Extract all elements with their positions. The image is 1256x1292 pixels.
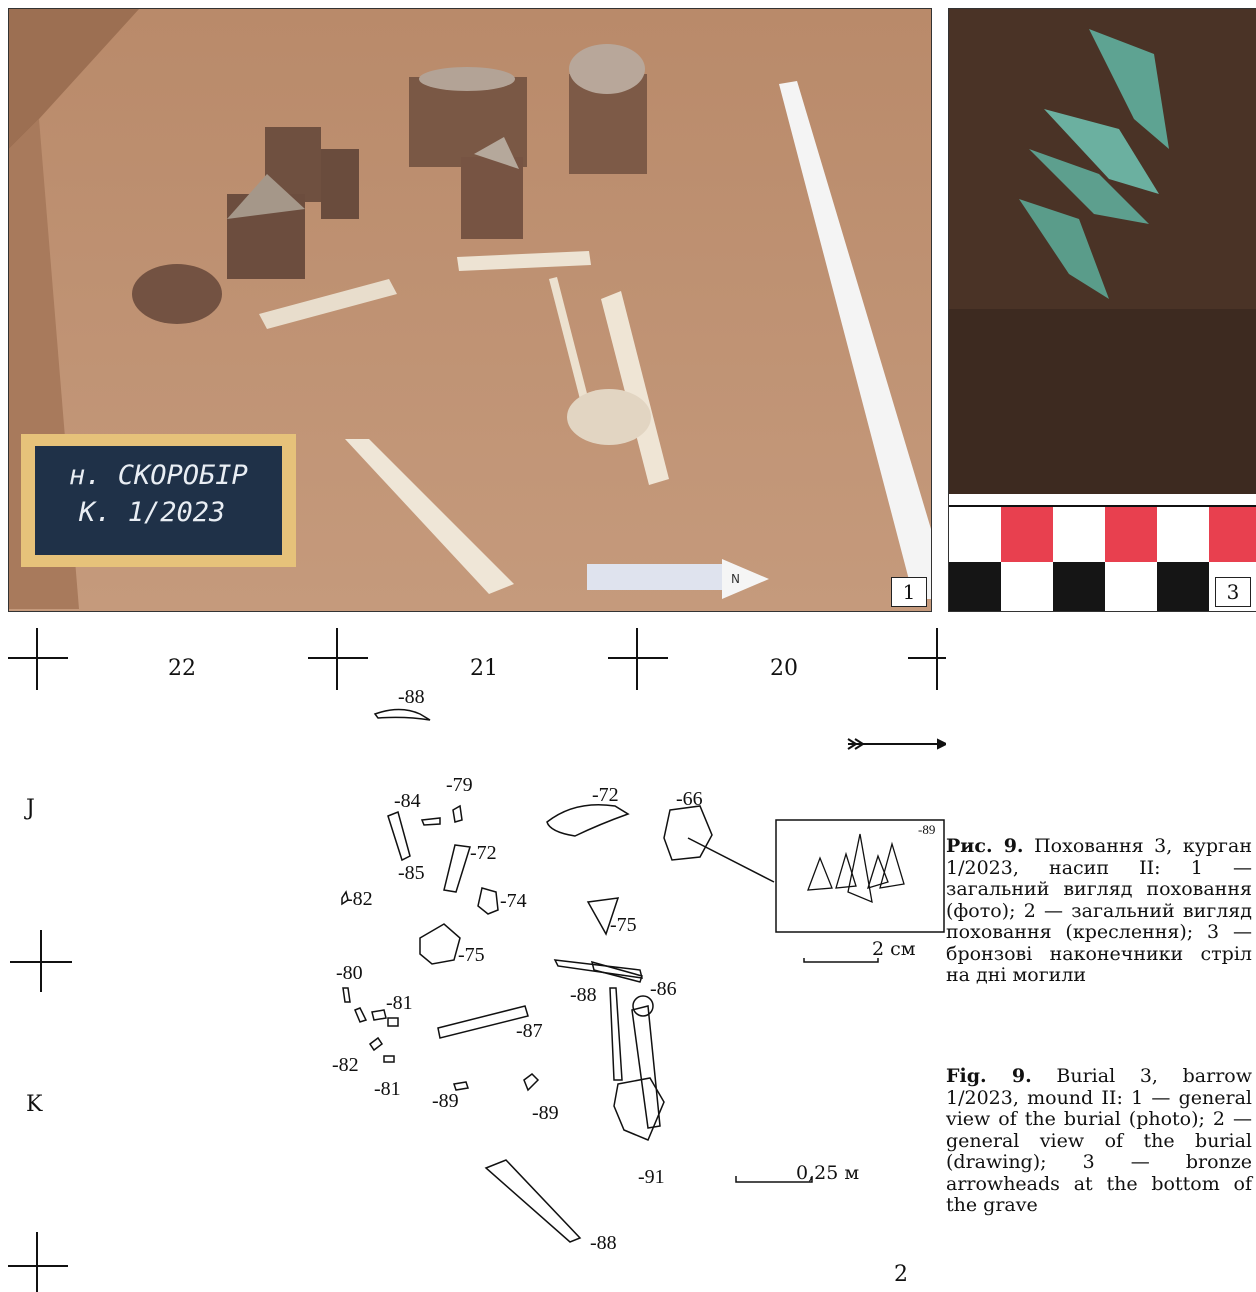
find-outlines bbox=[341, 708, 713, 1243]
photo3-panel-number: 3 bbox=[1215, 577, 1251, 607]
inset-box bbox=[775, 819, 945, 933]
inset-scale-bar bbox=[803, 958, 879, 963]
depth-label: -81 bbox=[374, 1078, 401, 1100]
burial-plan bbox=[8, 628, 946, 1292]
inset-arrowheads bbox=[807, 833, 905, 904]
excavation-photo-art: н. СКОРОБІР К. 1/2023 N bbox=[9, 9, 931, 611]
inset-scale-label: 2 см bbox=[872, 938, 916, 960]
depth-label: -75 bbox=[610, 914, 637, 936]
plan-scale-label: 0,25 м bbox=[796, 1162, 860, 1184]
depth-label: -84 bbox=[394, 790, 421, 812]
depth-label: -88 bbox=[398, 686, 425, 708]
north-arrow bbox=[847, 738, 946, 750]
depth-label: -89 bbox=[532, 1102, 559, 1124]
slate-line2: К. 1/2023 bbox=[78, 497, 225, 528]
caption-ua-label: Рис. 9. bbox=[946, 835, 1024, 857]
depth-label: -80 bbox=[336, 962, 363, 984]
caption-en-text: Burial 3, barrow 1/2023, mound II: 1 — g… bbox=[946, 1065, 1252, 1216]
caption-ua-text: Поховання 3, курган 1/2023, насип II: 1 … bbox=[946, 835, 1252, 986]
depth-label: -89 bbox=[432, 1090, 459, 1112]
north-mark: N bbox=[731, 572, 740, 586]
depth-label: -74 bbox=[500, 890, 527, 912]
depth-label: -82 bbox=[332, 1054, 359, 1076]
depth-label: -72 bbox=[592, 784, 619, 806]
arrowheads-photo: 3 bbox=[948, 8, 1256, 612]
depth-label: -88 bbox=[570, 984, 597, 1006]
depth-label: -81 bbox=[386, 992, 413, 1014]
plan-scale-bar bbox=[735, 1176, 813, 1183]
excavation-photo: н. СКОРОБІР К. 1/2023 N 1 bbox=[8, 8, 932, 612]
grid-row-j: J bbox=[26, 796, 35, 821]
depth-label: -72 bbox=[470, 842, 497, 864]
slate-line1: н. СКОРОБІР bbox=[69, 460, 248, 491]
photo1-panel-number: 1 bbox=[891, 577, 927, 607]
grid-column-20: 20 bbox=[770, 656, 798, 681]
grid-column-21: 21 bbox=[470, 656, 498, 681]
caption-english: Fig. 9. Burial 3, barrow 1/2023, mound I… bbox=[946, 1065, 1252, 1217]
caption-ukrainian: Рис. 9. Поховання 3, курган 1/2023, наси… bbox=[946, 835, 1252, 987]
inset-depth-label: -89 bbox=[918, 822, 936, 837]
depth-label: -88 bbox=[590, 1232, 617, 1254]
caption-en-label: Fig. 9. bbox=[946, 1065, 1032, 1087]
arrowheads-photo-art bbox=[949, 9, 1256, 611]
plan-panel-number: 2 bbox=[894, 1262, 908, 1287]
depth-label: -91 bbox=[638, 1166, 665, 1188]
depth-label: -66 bbox=[676, 788, 703, 810]
grid-column-22: 22 bbox=[168, 656, 196, 681]
grid-row-k: K bbox=[26, 1092, 43, 1117]
depth-label: -75 bbox=[458, 944, 485, 966]
depth-label: -85 bbox=[398, 862, 425, 884]
depth-label: -87 bbox=[516, 1020, 543, 1042]
grid-crosses bbox=[8, 628, 946, 1292]
depth-label: -79 bbox=[446, 774, 473, 796]
depth-label: -82 bbox=[346, 888, 373, 910]
depth-label: -86 bbox=[650, 978, 677, 1000]
